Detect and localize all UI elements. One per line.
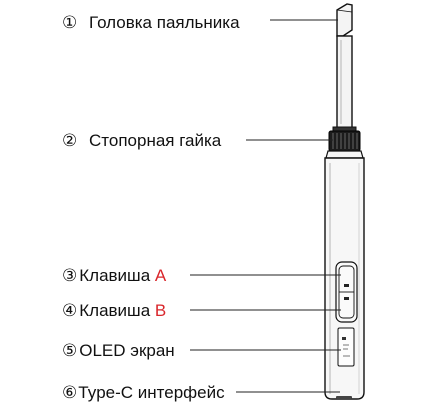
callout-2-number: ② — [62, 131, 77, 151]
lock-nut — [325, 126, 364, 159]
soldering-tip — [336, 3, 353, 129]
callout-4-label: Клавиша — [79, 301, 155, 320]
button-panel — [335, 261, 358, 323]
callout-1-label: Головка паяльника — [89, 13, 240, 32]
type-c-port — [336, 396, 352, 399]
callout-2: ② Стопорная гайка — [62, 131, 333, 151]
oled-screen — [337, 327, 355, 367]
callout-6-label: Type-C интерфейс — [78, 383, 225, 402]
callout-6-line: ⑥Type-C интерфейс — [62, 383, 225, 403]
callout-5-label: OLED экран — [79, 341, 174, 360]
callout-5-number: ⑤ — [62, 341, 77, 361]
callout-3-accent: A — [155, 266, 167, 285]
callout-3-label: Клавиша — [79, 266, 155, 285]
callout-2-label: Стопорная гайка — [89, 131, 222, 150]
callout-1: ① Головка паяльника — [62, 13, 338, 33]
soldering-iron-illustration — [324, 3, 365, 400]
callout-1-number: ① — [62, 13, 77, 33]
callout-6-number: ⑥ — [62, 383, 77, 403]
callout-4-accent: B — [155, 301, 166, 320]
callout-6: ⑥Type-C интерфейс — [62, 383, 340, 403]
callout-4-number: ④ — [62, 301, 77, 321]
callout-3-number: ③ — [62, 266, 77, 286]
